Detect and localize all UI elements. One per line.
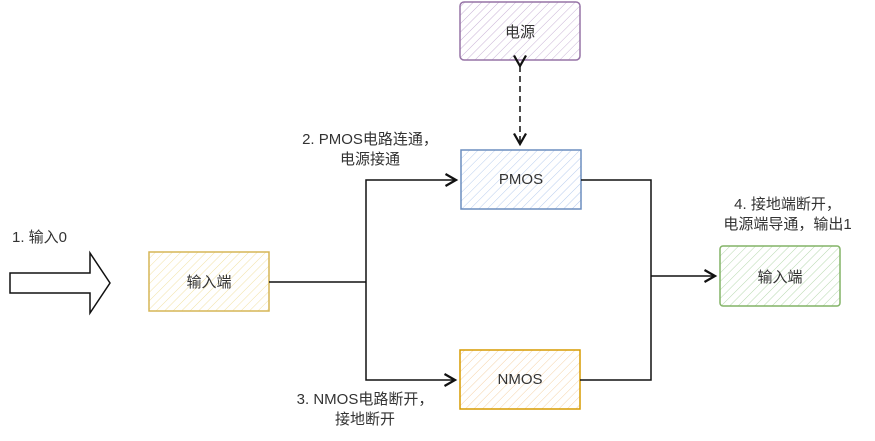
input-arrow-shape [9, 250, 111, 316]
step2-annotation-line1: 2. PMOS电路连通， [302, 131, 438, 148]
split-to-nmos-connector [365, 282, 458, 387]
split-to-pmos-connector [365, 173, 459, 282]
step3-annotation-line1: 3. NMOS电路断开， [296, 391, 434, 408]
pmos-to-merge-connector [581, 179, 652, 276]
output-box[interactable] [719, 245, 841, 307]
step1-annotation: 1. 输入0 [12, 229, 68, 246]
output-label: 输入端 [757, 268, 803, 286]
step4-annotation-line1: 4. 接地端断开， [734, 196, 841, 213]
step2-annotation-line2: 电源接通 [339, 151, 400, 168]
input-box[interactable] [148, 251, 270, 312]
nmos-label: NMOS [497, 371, 543, 388]
input-label: 输入端 [186, 274, 232, 291]
power-label: 电源 [504, 23, 535, 41]
step3-annotation-line2: 接地断开 [334, 411, 395, 428]
step4-annotation-line2: 电源端导通，输出1 [723, 216, 852, 233]
pmos-box[interactable] [460, 149, 582, 210]
pmos-label: PMOS [498, 171, 544, 188]
nmos-to-merge-connector [580, 276, 652, 381]
nmos-box[interactable] [459, 349, 581, 410]
